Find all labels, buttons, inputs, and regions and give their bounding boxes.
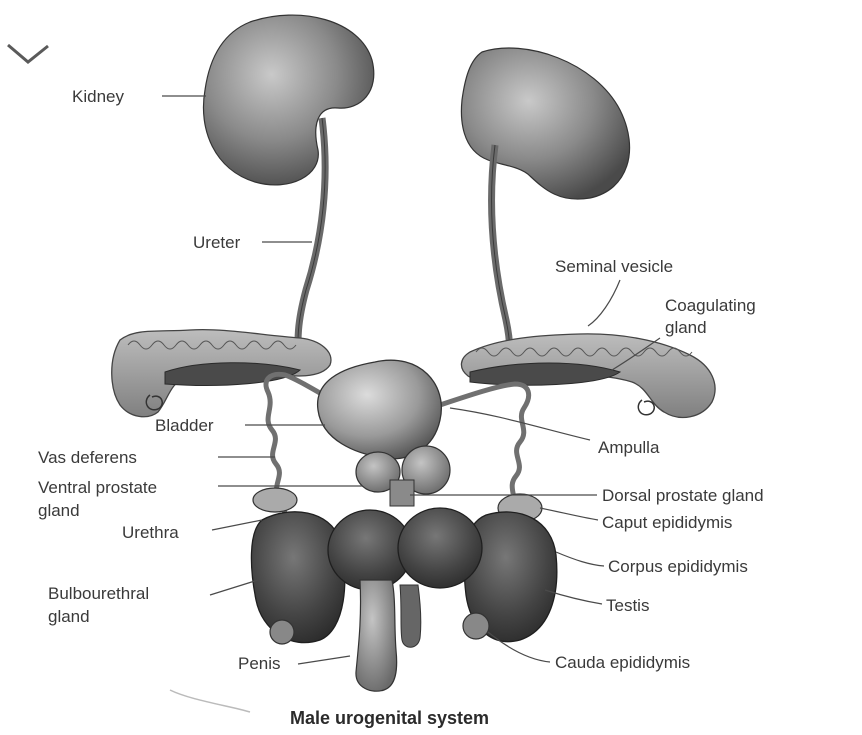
label-caput-epididymis: Caput epididymis [602, 513, 732, 532]
label-vas-deferens: Vas deferens [38, 448, 137, 467]
label-bladder: Bladder [155, 416, 214, 435]
leader-urethra [212, 520, 262, 530]
label-seminal-vesicle: Seminal vesicle [555, 257, 673, 276]
label-cauda-epididymis: Cauda epididymis [555, 653, 690, 672]
penis [356, 580, 397, 691]
left-caput-epididymis [253, 488, 297, 512]
pencil-mark [170, 690, 250, 712]
label-ventral-prostate-line2: gland [38, 501, 80, 520]
right-ureter [492, 145, 510, 372]
right-cauda-epididymis [463, 613, 489, 639]
label-bulbourethral-line2: gland [48, 607, 90, 626]
label-coagulating-gland-line1: Coagulating [665, 296, 756, 315]
right-kidney [461, 48, 629, 199]
label-kidney: Kidney [72, 87, 124, 106]
figure-caption: Male urogenital system [290, 708, 489, 728]
label-ventral-prostate-line1: Ventral prostate [38, 478, 157, 497]
label-ureter: Ureter [193, 233, 241, 252]
bladder [318, 360, 442, 458]
checkmark-icon [8, 45, 48, 62]
right-vesicle-coil-tip [638, 400, 654, 415]
left-kidney [203, 15, 373, 185]
label-corpus-epididymis: Corpus epididymis [608, 557, 748, 576]
label-bulbourethral-line1: Bulbourethral [48, 584, 149, 603]
leader-seminal-vesicle [588, 280, 620, 326]
left-cauda-epididymis [270, 620, 294, 644]
label-urethra: Urethra [122, 523, 179, 542]
prostate-neck [390, 480, 414, 506]
leader-bulbourethral [210, 580, 258, 595]
penis-shaft [400, 585, 421, 647]
label-dorsal-prostate: Dorsal prostate gland [602, 486, 764, 505]
label-coagulating-gland-line2: gland [665, 318, 707, 337]
label-ampulla: Ampulla [598, 438, 660, 457]
leader-penis [298, 656, 350, 664]
label-testis: Testis [606, 596, 649, 615]
leader-corpus-epididymis [556, 552, 604, 566]
label-penis: Penis [238, 654, 281, 673]
leader-caput-epididymis [540, 508, 598, 520]
right-bulbourethral-gland [398, 508, 482, 588]
left-testis [251, 512, 344, 643]
